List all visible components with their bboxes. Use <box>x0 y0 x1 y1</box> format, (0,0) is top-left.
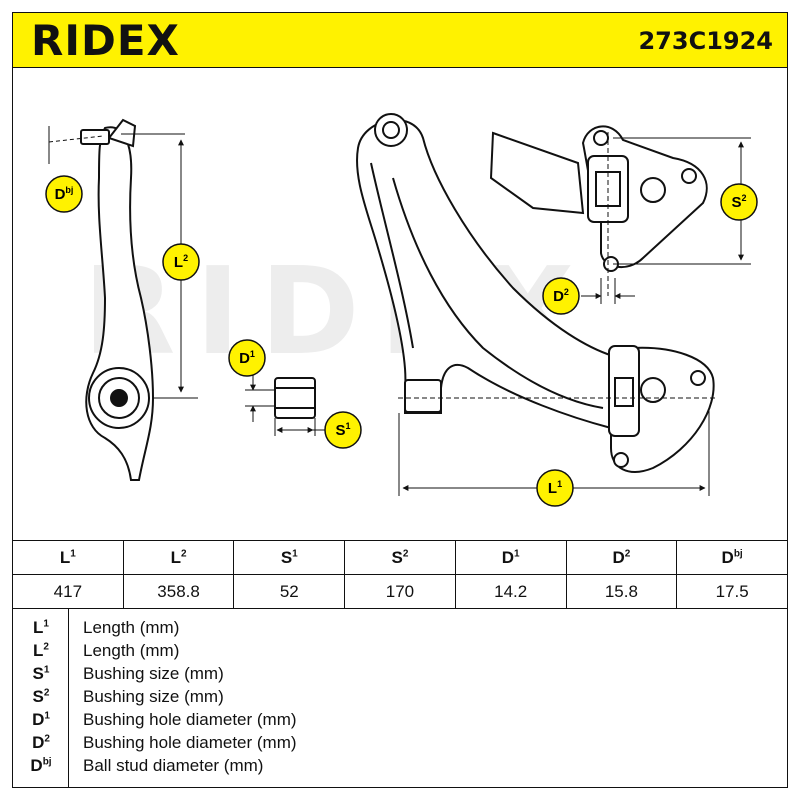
bushing-drawing <box>274 377 316 419</box>
legend-code: D1 <box>32 710 50 729</box>
value-dbj: 17.5 <box>676 574 788 609</box>
svg-text:S2: S2 <box>731 193 746 211</box>
header-d1: D1 <box>454 540 567 575</box>
header-l2: L2 <box>122 540 235 575</box>
legend-row: S1 Bushing size (mm) <box>13 664 787 687</box>
dimensions-value-row: 417 358.8 52 170 14.2 15.8 17.5 <box>12 574 788 609</box>
legend-desc: Length (mm) <box>83 641 180 660</box>
badge-d2: D2 <box>542 277 580 315</box>
value-s1: 52 <box>233 574 346 609</box>
legend-divider <box>68 608 69 787</box>
control-arm-side-view <box>80 118 155 481</box>
dimensions-table: L1 L2 S1 S2 D1 D2 Dbj 417 358.8 52 170 1… <box>12 540 788 609</box>
svg-text:D2: D2 <box>553 287 569 305</box>
header-l1: L1 <box>12 540 124 575</box>
rear-bushing-bracket <box>489 125 708 272</box>
technical-drawing: RIDEX <box>12 68 788 540</box>
legend-box: L1 Length (mm) L2 Length (mm) S1 Bushing… <box>12 608 788 788</box>
ridex-logo: RIDEX <box>31 16 180 65</box>
badge-dbj: Dbj <box>45 175 83 213</box>
legend-desc: Bushing size (mm) <box>83 687 224 706</box>
value-l2: 358.8 <box>122 574 235 609</box>
drawing-svg: RIDEX <box>45 113 758 507</box>
svg-text:L1: L1 <box>548 479 562 497</box>
legend-desc: Length (mm) <box>83 618 180 637</box>
legend-row: Dbj Ball stud diameter (mm) <box>13 756 787 779</box>
badge-d1: D1 <box>228 339 266 377</box>
svg-text:L2: L2 <box>174 253 188 271</box>
legend-desc: Bushing hole diameter (mm) <box>83 733 297 752</box>
legend-code: S2 <box>32 687 50 706</box>
value-l1: 417 <box>12 574 124 609</box>
badge-s2: S2 <box>720 183 758 221</box>
header-d2: D2 <box>565 540 678 575</box>
legend-code: D2 <box>32 733 50 752</box>
legend-row: L1 Length (mm) <box>13 618 787 641</box>
legend-row: S2 Bushing size (mm) <box>13 687 787 710</box>
legend-code: Dbj <box>30 756 52 775</box>
value-s2: 170 <box>344 574 456 609</box>
svg-text:D1: D1 <box>239 349 255 367</box>
dimensions-header-row: L1 L2 S1 S2 D1 D2 Dbj <box>12 540 788 575</box>
legend-code: L2 <box>33 641 49 660</box>
value-d1: 14.2 <box>454 574 567 609</box>
header-s1: S1 <box>233 540 346 575</box>
svg-text:Dbj: Dbj <box>55 185 74 203</box>
badge-s1: S1 <box>324 411 362 449</box>
legend-desc: Ball stud diameter (mm) <box>83 756 264 775</box>
legend-code: S1 <box>32 664 50 683</box>
legend-desc: Bushing hole diameter (mm) <box>83 710 297 729</box>
header-s2: S2 <box>344 540 456 575</box>
control-arm-top-view <box>356 113 715 473</box>
legend-desc: Bushing size (mm) <box>83 664 224 683</box>
badge-l1: L1 <box>536 469 574 507</box>
value-d2: 15.8 <box>565 574 678 609</box>
part-number: 273C1924 <box>638 27 773 55</box>
header-bar: RIDEX 273C1924 <box>12 12 788 68</box>
svg-text:S1: S1 <box>335 421 350 439</box>
badge-l2: L2 <box>162 243 200 281</box>
legend-row: D1 Bushing hole diameter (mm) <box>13 710 787 733</box>
legend-row: D2 Bushing hole diameter (mm) <box>13 733 787 756</box>
legend-row: L2 Length (mm) <box>13 641 787 664</box>
header-dbj: Dbj <box>676 540 788 575</box>
legend-code: L1 <box>33 618 49 637</box>
